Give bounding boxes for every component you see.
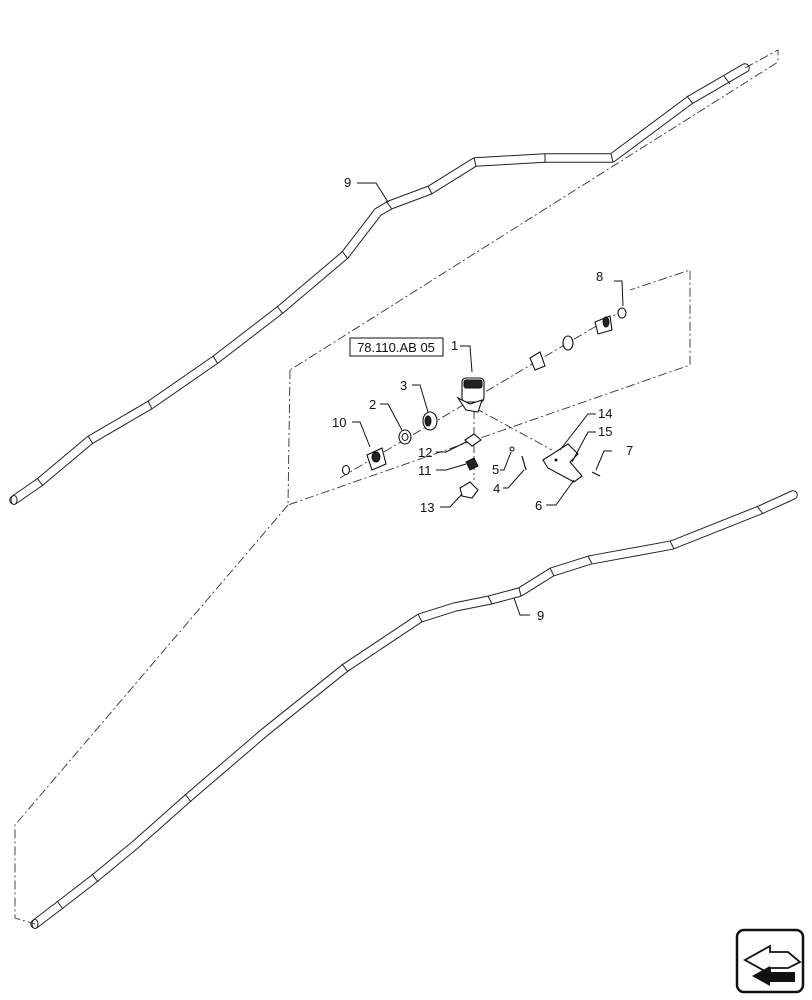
callout-5[interactable]: 5: [492, 462, 499, 477]
part-6-bracket: [542, 443, 583, 483]
callout-13[interactable]: 13: [420, 500, 434, 515]
reference-box[interactable]: 78.110.AB 05: [349, 337, 444, 357]
callout-8[interactable]: 8: [596, 269, 603, 284]
callout-1[interactable]: 1: [451, 338, 458, 353]
leader-lines: [352, 182, 624, 616]
part-3-washer: [422, 411, 438, 431]
construction-lines: [14, 49, 779, 925]
callout-3[interactable]: 3: [400, 378, 407, 393]
callout-15[interactable]: 15: [598, 424, 612, 439]
callout-6[interactable]: 6: [535, 498, 542, 513]
callout-9-lower[interactable]: 9: [537, 608, 544, 623]
part-10-fitting: [341, 447, 387, 476]
callout-11[interactable]: 11: [418, 463, 432, 478]
reference-box-label: 78.110.AB 05: [357, 340, 435, 355]
callout-labels: 9 9 1 3 2 10 12 11 13 5 4 6 14 15 7 8: [332, 175, 633, 623]
callout-10[interactable]: 10: [332, 415, 346, 430]
part-1-housing: [456, 377, 485, 413]
next-page-arrow-icon[interactable]: [735, 928, 805, 994]
part-13-elbow: [459, 481, 479, 499]
callout-12[interactable]: 12: [418, 445, 432, 460]
callout-9-upper[interactable]: 9: [344, 175, 351, 190]
part-5-screw: [509, 446, 515, 452]
callout-7[interactable]: 7: [626, 443, 633, 458]
part-2-washer: [398, 429, 412, 445]
part-12-clip: [464, 433, 482, 447]
callout-2[interactable]: 2: [369, 397, 376, 412]
part-11-clip: [465, 457, 479, 471]
callout-4[interactable]: 4: [493, 481, 500, 496]
callout-14[interactable]: 14: [598, 406, 612, 421]
right-fittings: [529, 307, 627, 371]
lower-hose: [30, 490, 798, 929]
part-4-screw: [521, 455, 527, 471]
upper-hose: [9, 63, 750, 505]
part-7-nut: [591, 471, 601, 477]
parts-cluster: [341, 307, 627, 499]
